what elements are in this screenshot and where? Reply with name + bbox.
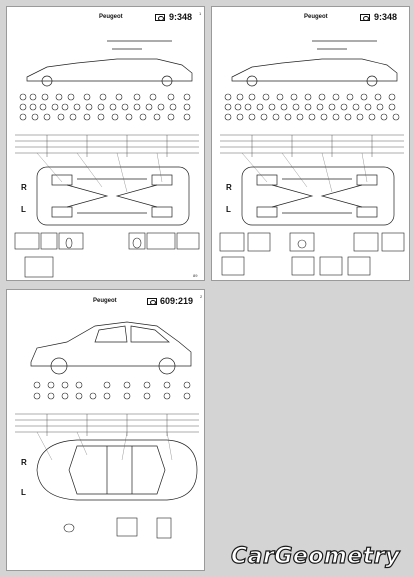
page-number: 1 (199, 11, 202, 16)
top-view-chassis (36, 166, 190, 226)
sheet-code: 609:219 (160, 296, 194, 306)
diagram-sheet-2: Peugeot 9:348 R L (211, 6, 410, 281)
side-silhouette (26, 40, 193, 87)
circle-row-2 (224, 103, 396, 111)
side-label-right: R (226, 183, 232, 192)
camera-icon (147, 298, 157, 305)
sheet-brand: Peugeot (304, 14, 328, 20)
diagram-sheet-1: Peugeot 9:348 1 R L 89 (6, 6, 205, 281)
side-label-left: L (226, 205, 231, 214)
circle-row-1 (19, 93, 191, 101)
leader-lines (36, 152, 163, 193)
camera-icon (155, 14, 165, 21)
sheet-brand: Peugeot (99, 14, 123, 20)
body-diagram (15, 321, 199, 539)
side-silhouette (231, 40, 398, 87)
circle-row-2 (33, 392, 191, 400)
sheet-brand: Peugeot (93, 298, 117, 304)
circle-row-1 (33, 381, 191, 389)
dimension-table (15, 134, 199, 157)
leader-lines (36, 431, 173, 461)
sheet-code: 9:348 (374, 12, 398, 22)
circle-row-3 (19, 113, 191, 121)
circle-row-3 (224, 113, 400, 121)
detail-boxes (63, 517, 172, 539)
watermark-logo: CarGeometry (230, 543, 400, 569)
page-number: 2 (200, 294, 203, 299)
sheet-code: 9:348 (169, 12, 193, 22)
circle-row-1 (224, 93, 396, 101)
detail-boxes (219, 232, 405, 276)
diagram-sheet-3: Peugeot 609:219 2 R L (6, 289, 205, 571)
sheet-footer: 89 (193, 273, 198, 278)
circle-row-2 (19, 103, 191, 111)
side-view-car (30, 321, 192, 375)
camera-icon (360, 14, 370, 21)
side-label-left: L (21, 488, 26, 497)
side-label-right: R (21, 183, 27, 192)
underbody-diagram (219, 40, 405, 276)
top-view-chassis (241, 166, 395, 226)
dimension-table (220, 134, 404, 157)
side-label-left: L (21, 205, 26, 214)
detail-boxes (14, 232, 200, 278)
side-label-right: R (21, 458, 27, 467)
leader-lines (241, 152, 368, 193)
dimension-table (15, 413, 199, 436)
top-view-car (36, 439, 198, 501)
underbody-diagram (14, 40, 200, 278)
